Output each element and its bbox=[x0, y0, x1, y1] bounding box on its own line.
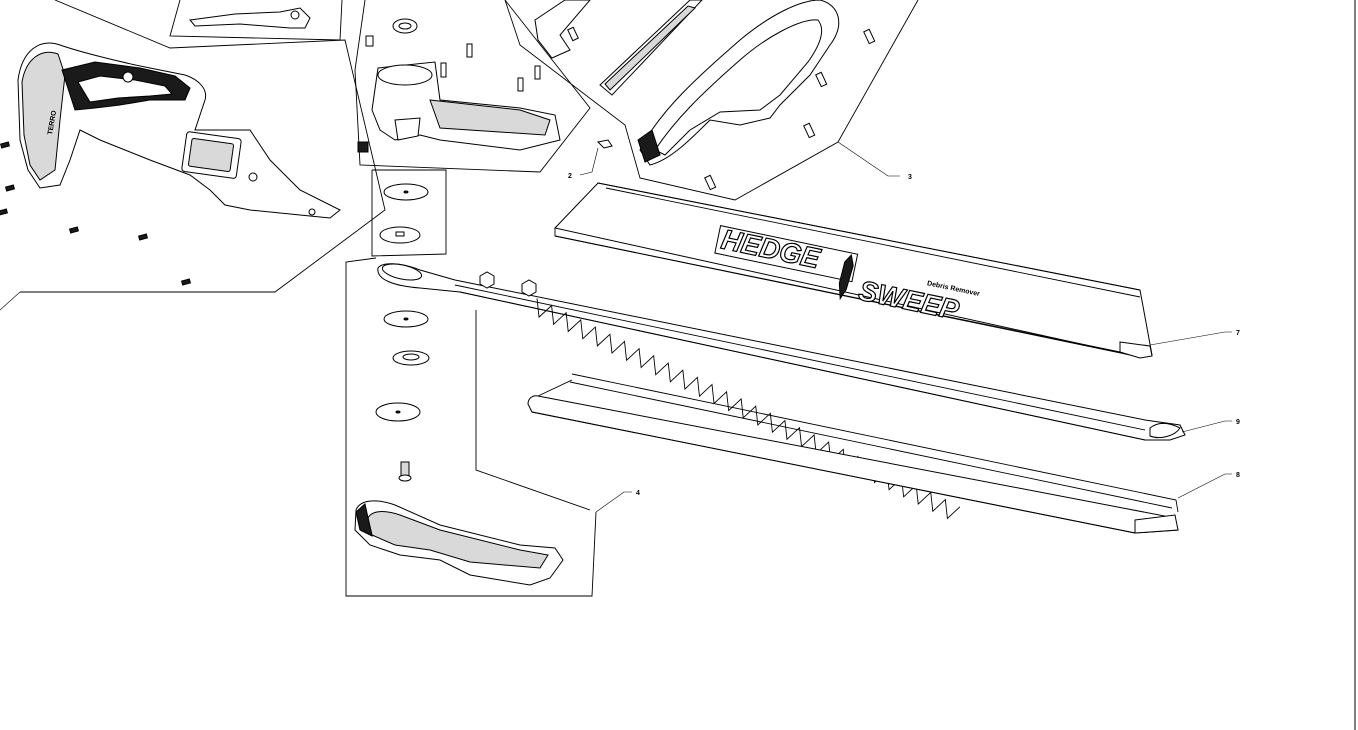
handle-grip-text: TERRO bbox=[47, 109, 58, 135]
front-handle-panel: 3 bbox=[504, 0, 919, 201]
callout-label-3: 3 bbox=[908, 174, 912, 181]
blade-drive-panel: 4 bbox=[345, 257, 640, 597]
housing-screws bbox=[0, 141, 191, 286]
callout-label-4: 4 bbox=[636, 490, 640, 497]
callout-2: 2 bbox=[568, 139, 613, 180]
rear-handle-part: TERRO bbox=[17, 42, 341, 219]
handle-housing-panel: TERRO bbox=[0, 0, 386, 311]
washer-panel bbox=[371, 169, 447, 257]
callout-label-7: 7 bbox=[1236, 330, 1240, 337]
gear-assembly-panel bbox=[354, 0, 591, 173]
trigger-panel bbox=[169, 0, 343, 41]
blade-rail-part: 8 bbox=[527, 373, 1240, 534]
callout-label-2: 2 bbox=[568, 173, 572, 180]
callout-label-9: 9 bbox=[1236, 419, 1240, 426]
callout-label-8: 8 bbox=[1236, 472, 1240, 479]
